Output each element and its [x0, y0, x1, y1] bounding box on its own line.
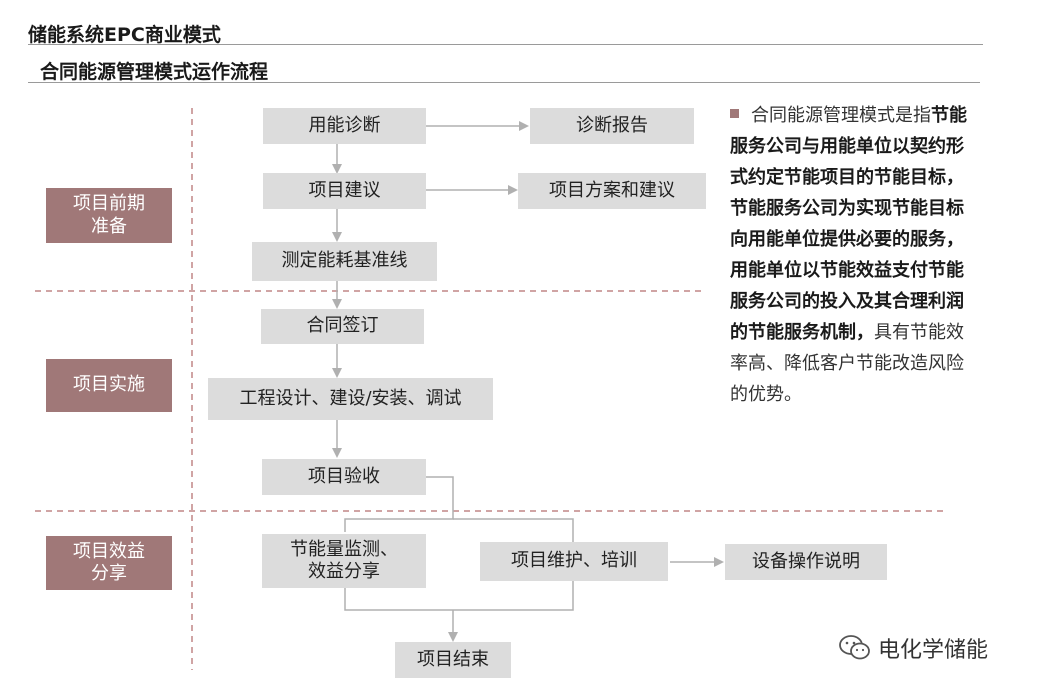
wechat-icon	[839, 635, 870, 660]
step-operation-manual: 设备操作说明	[725, 544, 887, 580]
step-project-end: 项目结束	[395, 642, 511, 678]
phase-preparation: 项目前期 准备	[46, 188, 172, 243]
watermark-text: 电化学储能	[878, 638, 989, 663]
step-project-proposal: 项目建议	[263, 173, 426, 209]
model-description: 合同能源管理模式是指节能服务公司与用能单位以契约形式约定节能项目的节能目标，节能…	[730, 100, 980, 410]
title-rule	[28, 44, 983, 45]
step-engineering: 工程设计、建设/安装、调试	[208, 378, 493, 420]
step-maintenance-training: 项目维护、培训	[480, 542, 668, 581]
bullet-square-icon	[730, 109, 739, 118]
subtitle-rule	[28, 82, 980, 83]
step-diagnosis-report: 诊断报告	[530, 108, 694, 144]
page-title: 储能系统EPC商业模式	[28, 24, 221, 46]
connector-acceptance-maintenance	[453, 518, 574, 542]
step-project-plan: 项目方案和建议	[518, 173, 706, 209]
phase-implementation: 项目实施	[46, 359, 172, 412]
phase-benefit-sharing: 项目效益 分享	[46, 536, 172, 590]
description-emphasis: 节能服务公司与用能单位以契约形式约定节能项目的节能目标，节能服务公司为实现节能目…	[730, 105, 967, 343]
step-energy-diagnosis: 用能诊断	[263, 108, 426, 144]
watermark: 电化学储能	[838, 632, 988, 664]
step-project-acceptance: 项目验收	[262, 459, 426, 495]
description-lead: 合同能源管理模式是指	[751, 105, 931, 126]
step-energy-baseline: 测定能耗基准线	[252, 242, 437, 281]
step-contract-signing: 合同签订	[261, 309, 424, 344]
description-tail: 具有节能效率高、降低客户节能改造风险的优势。	[730, 322, 964, 405]
step-energy-monitoring: 节能量监测、 效益分享	[262, 534, 426, 588]
page-subtitle: 合同能源管理模式运作流程	[40, 61, 269, 83]
connector-benefit-loop	[344, 581, 574, 611]
